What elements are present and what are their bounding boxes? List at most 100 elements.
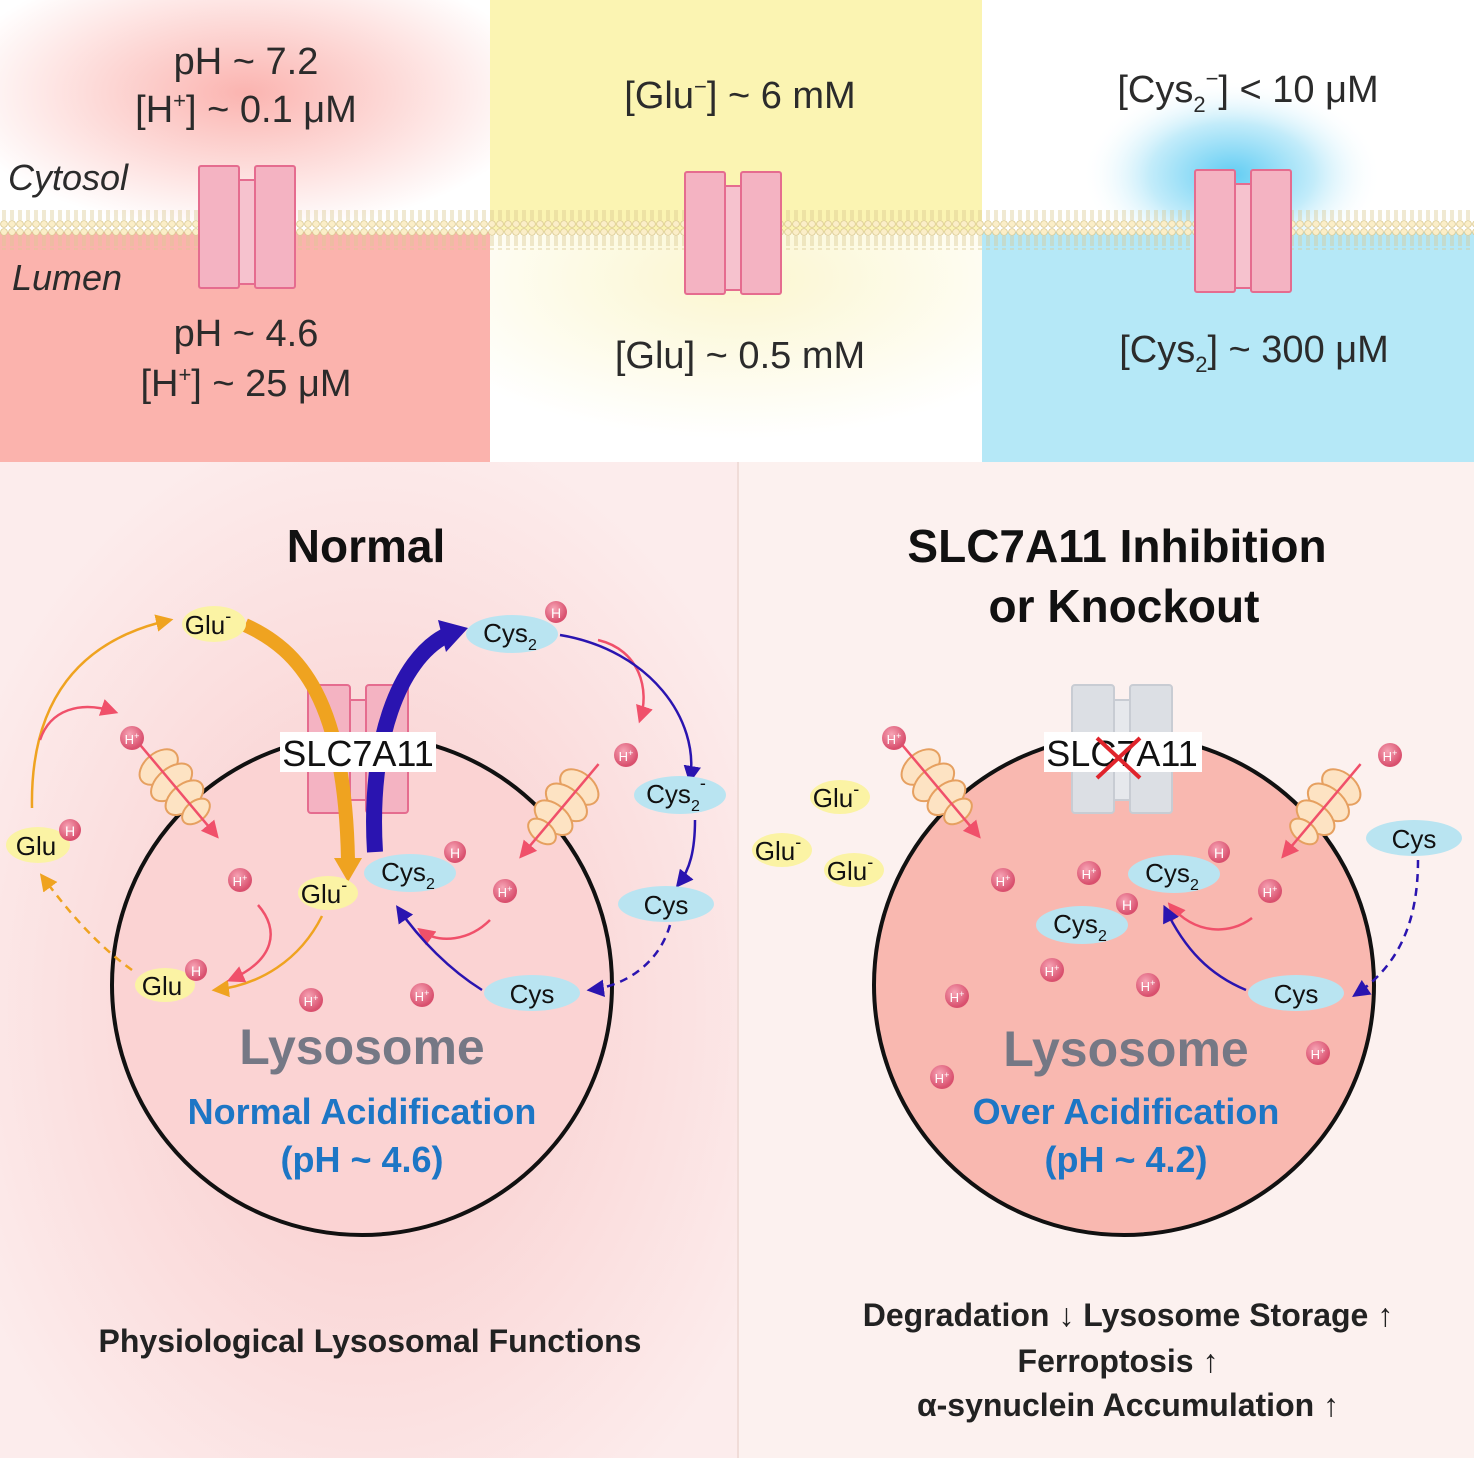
acidification-ph: (pH ~ 4.6) xyxy=(280,1139,443,1180)
normal-outcome: Physiological Lysosomal Functions xyxy=(99,1323,642,1359)
proton: H+ xyxy=(930,1065,954,1089)
transporter-icon xyxy=(198,165,296,289)
svg-text:H: H xyxy=(450,845,460,861)
proton: H+ xyxy=(882,726,906,750)
glu-minus-molecule: Glu- xyxy=(810,779,870,814)
svg-text:H+: H+ xyxy=(233,873,248,889)
glu-inner-arrow xyxy=(211,915,324,998)
svg-text:Glu-: Glu- xyxy=(185,606,231,640)
proton-pump-icon xyxy=(1281,763,1362,859)
svg-text:Glu: Glu xyxy=(142,971,182,1001)
cys2h-molecule: Cys2 H xyxy=(466,601,567,654)
h-cycle-arrow-right xyxy=(597,638,653,724)
cytosol-h-conc: [H+] ~ 0.1 μM xyxy=(135,88,357,131)
cytosol-glu-conc: [Glu−] ~ 6 mM xyxy=(624,74,855,117)
svg-text:Cys: Cys xyxy=(1274,979,1319,1009)
top-band: Cytosol Lumen pH ~ 7.2 [H+] ~ 0.1 μM pH … xyxy=(0,0,1474,462)
cys-molecule: Cys xyxy=(1366,820,1462,856)
cys2-reduction-arrow xyxy=(559,633,701,784)
svg-text:H+: H+ xyxy=(619,748,634,764)
svg-text:H+: H+ xyxy=(1082,866,1097,882)
knockout-panel: SLC7A11 Inhibition or Knockout SLC7A11 xyxy=(752,520,1462,1423)
proton: H+ xyxy=(1040,958,1064,982)
normal-title: Normal xyxy=(287,520,445,572)
svg-text:H+: H+ xyxy=(996,873,1011,889)
knockout-outcome-line2: Ferroptosis ↑ xyxy=(1018,1343,1219,1379)
svg-text:H+: H+ xyxy=(1263,884,1278,900)
cys-oxidation-arrow xyxy=(1163,904,1247,992)
acidification-status: Over Acidification xyxy=(973,1091,1280,1132)
knockout-outcome-line1: Degradation ↓ Lysosome Storage ↑ xyxy=(863,1297,1393,1333)
cys-molecule: Cys xyxy=(1248,975,1344,1011)
svg-text:Glu-: Glu- xyxy=(827,852,873,886)
proton: H+ xyxy=(228,868,252,892)
svg-text:H+: H+ xyxy=(498,884,513,900)
gluh-molecule: Glu H xyxy=(135,959,207,1002)
glu-export-arrow xyxy=(242,618,355,861)
cytosol-ph: pH ~ 7.2 xyxy=(174,41,319,83)
transporter-icon xyxy=(1194,169,1292,293)
glu-cycle-arrow xyxy=(30,614,174,809)
lumen-glu-conc: [Glu] ~ 0.5 mM xyxy=(615,335,865,377)
lumen-cys2-conc: [Cys2] ~ 300 μM xyxy=(1119,329,1389,377)
cys-formation-arrow xyxy=(675,819,697,888)
svg-text:H+: H+ xyxy=(1311,1046,1326,1062)
transporter-label-bg xyxy=(280,732,436,772)
knockout-title-line2: or Knockout xyxy=(989,580,1260,632)
proton: H+ xyxy=(1136,973,1160,997)
svg-text:H: H xyxy=(1214,845,1224,861)
proton: H+ xyxy=(945,984,969,1008)
svg-text:Cys2: Cys2 xyxy=(1053,909,1107,945)
svg-text:Glu-: Glu- xyxy=(755,832,801,866)
proton: H+ xyxy=(1258,879,1282,903)
svg-text:H+: H+ xyxy=(950,989,965,1005)
normal-panel: Normal SLC7A11 xyxy=(6,520,726,1359)
svg-text:H+: H+ xyxy=(887,731,902,747)
lumen-h-conc: [H+] ~ 25 μM xyxy=(140,362,351,405)
proton: H+ xyxy=(410,983,434,1007)
transporter-label: SLC7A11 xyxy=(282,733,433,774)
svg-text:H+: H+ xyxy=(125,731,140,747)
proton: H+ xyxy=(614,743,638,767)
lysosome-label: Lysosome xyxy=(239,1019,484,1075)
svg-text:H: H xyxy=(551,605,561,621)
svg-text:Cys2-: Cys2- xyxy=(646,773,706,815)
cys2-minus-molecule: Cys2- xyxy=(634,773,726,815)
svg-text:Cys2: Cys2 xyxy=(381,857,435,893)
svg-text:Cys: Cys xyxy=(644,890,689,920)
h-to-cys2-arrow xyxy=(417,919,491,946)
proton-pump-icon xyxy=(900,743,981,839)
proton-pump-icon xyxy=(138,743,219,839)
svg-text:H+: H+ xyxy=(415,988,430,1004)
svg-text:H+: H+ xyxy=(1141,978,1156,994)
cys2h-molecule: Cys2 H xyxy=(1036,893,1138,945)
cytosol-cys2-conc: [Cys2−] < 10 μM xyxy=(1117,66,1378,117)
knockout-cross-icon xyxy=(1095,736,1142,780)
svg-text:H: H xyxy=(191,963,201,979)
gluh-molecule: Glu H xyxy=(6,819,81,863)
proton-pump-icon xyxy=(519,763,600,859)
lysosome-label: Lysosome xyxy=(1003,1021,1248,1077)
svg-text:Cys: Cys xyxy=(510,979,555,1009)
svg-text:Cys: Cys xyxy=(1392,824,1437,854)
proton: H+ xyxy=(991,868,1015,892)
proton: H+ xyxy=(299,988,323,1012)
cys2-import-arrowhead xyxy=(438,620,468,652)
svg-text:H+: H+ xyxy=(1383,748,1398,764)
knockout-title-line1: SLC7A11 Inhibition xyxy=(907,520,1326,572)
glu-export-arrowhead xyxy=(334,858,362,882)
glu-minus-molecule: Glu- xyxy=(182,606,246,642)
cys2h-molecule: Cys2 H xyxy=(1128,841,1230,894)
transporter-icon xyxy=(684,171,782,295)
cys-molecule: Cys xyxy=(484,975,580,1011)
h-cycle-arrow xyxy=(38,699,119,741)
svg-text:H+: H+ xyxy=(304,993,319,1009)
cys-oxidation-arrow xyxy=(396,905,483,992)
cytosol-label: Cytosol xyxy=(8,157,129,198)
proton: H+ xyxy=(1306,1041,1330,1065)
cys-import-dashed-arrow xyxy=(1352,859,1420,997)
h-inner-arrow xyxy=(226,904,272,983)
svg-text:H+: H+ xyxy=(935,1070,950,1086)
